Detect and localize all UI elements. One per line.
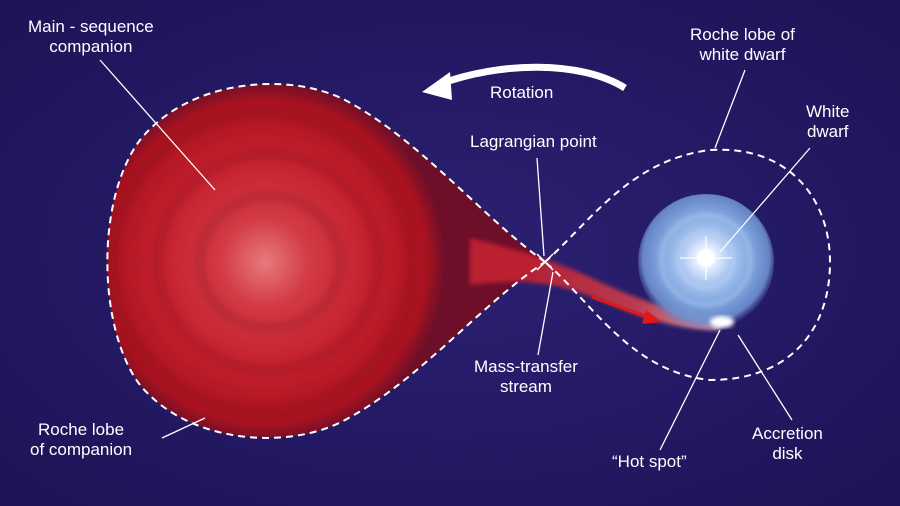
flow-direction-arrow [591, 295, 662, 324]
leader-lines [99, 59, 811, 451]
label-roche-lobe-companion-line2: of companion [30, 440, 133, 459]
label-white-dwarf-line2: dwarf [806, 122, 849, 141]
label-white-dwarf: White dwarf [806, 102, 849, 142]
star-swirl-bands [109, 109, 415, 415]
label-lagrangian-point: Lagrangian point [470, 132, 597, 151]
label-main-sequence-line2: companion [49, 37, 133, 56]
roche-lobe-white-dwarf-outline [544, 148, 832, 382]
label-roche-lobe-white-dwarf: Roche lobe of white dwarf [690, 25, 795, 65]
label-accretion-disk-line2: disk [772, 444, 803, 463]
label-roche-lobe-wd-line2: white dwarf [699, 45, 786, 64]
label-mass-transfer-line1: Mass-transfer [474, 357, 578, 376]
label-main-sequence-line1: Main - sequence [28, 17, 154, 36]
label-hot-spot: “Hot spot” [612, 452, 687, 471]
disk-rings [660, 214, 752, 306]
label-rotation: Rotation [490, 83, 554, 102]
hot-spot [710, 316, 734, 328]
label-main-sequence-companion: Main - sequence companion [28, 17, 154, 57]
rotation-arrow [422, 63, 627, 100]
label-roche-lobe-companion-line1: Roche lobe [38, 420, 125, 439]
label-roche-lobe-wd-line1: Roche lobe of [690, 25, 795, 44]
label-accretion-disk-line1: Accretion [752, 424, 823, 443]
main-sequence-companion-star [107, 83, 546, 438]
label-roche-lobe-companion: Roche lobe of companion [30, 420, 132, 460]
label-mass-transfer-stream: Mass-transfer stream [474, 357, 578, 397]
roche-lobe-companion-outline [106, 83, 546, 439]
white-dwarf [680, 236, 732, 280]
label-white-dwarf-line1: White [806, 102, 850, 121]
lagrangian-point-marker [536, 253, 554, 271]
label-accretion-disk: Accretion disk [752, 424, 823, 464]
label-mass-transfer-line2: stream [499, 377, 552, 396]
